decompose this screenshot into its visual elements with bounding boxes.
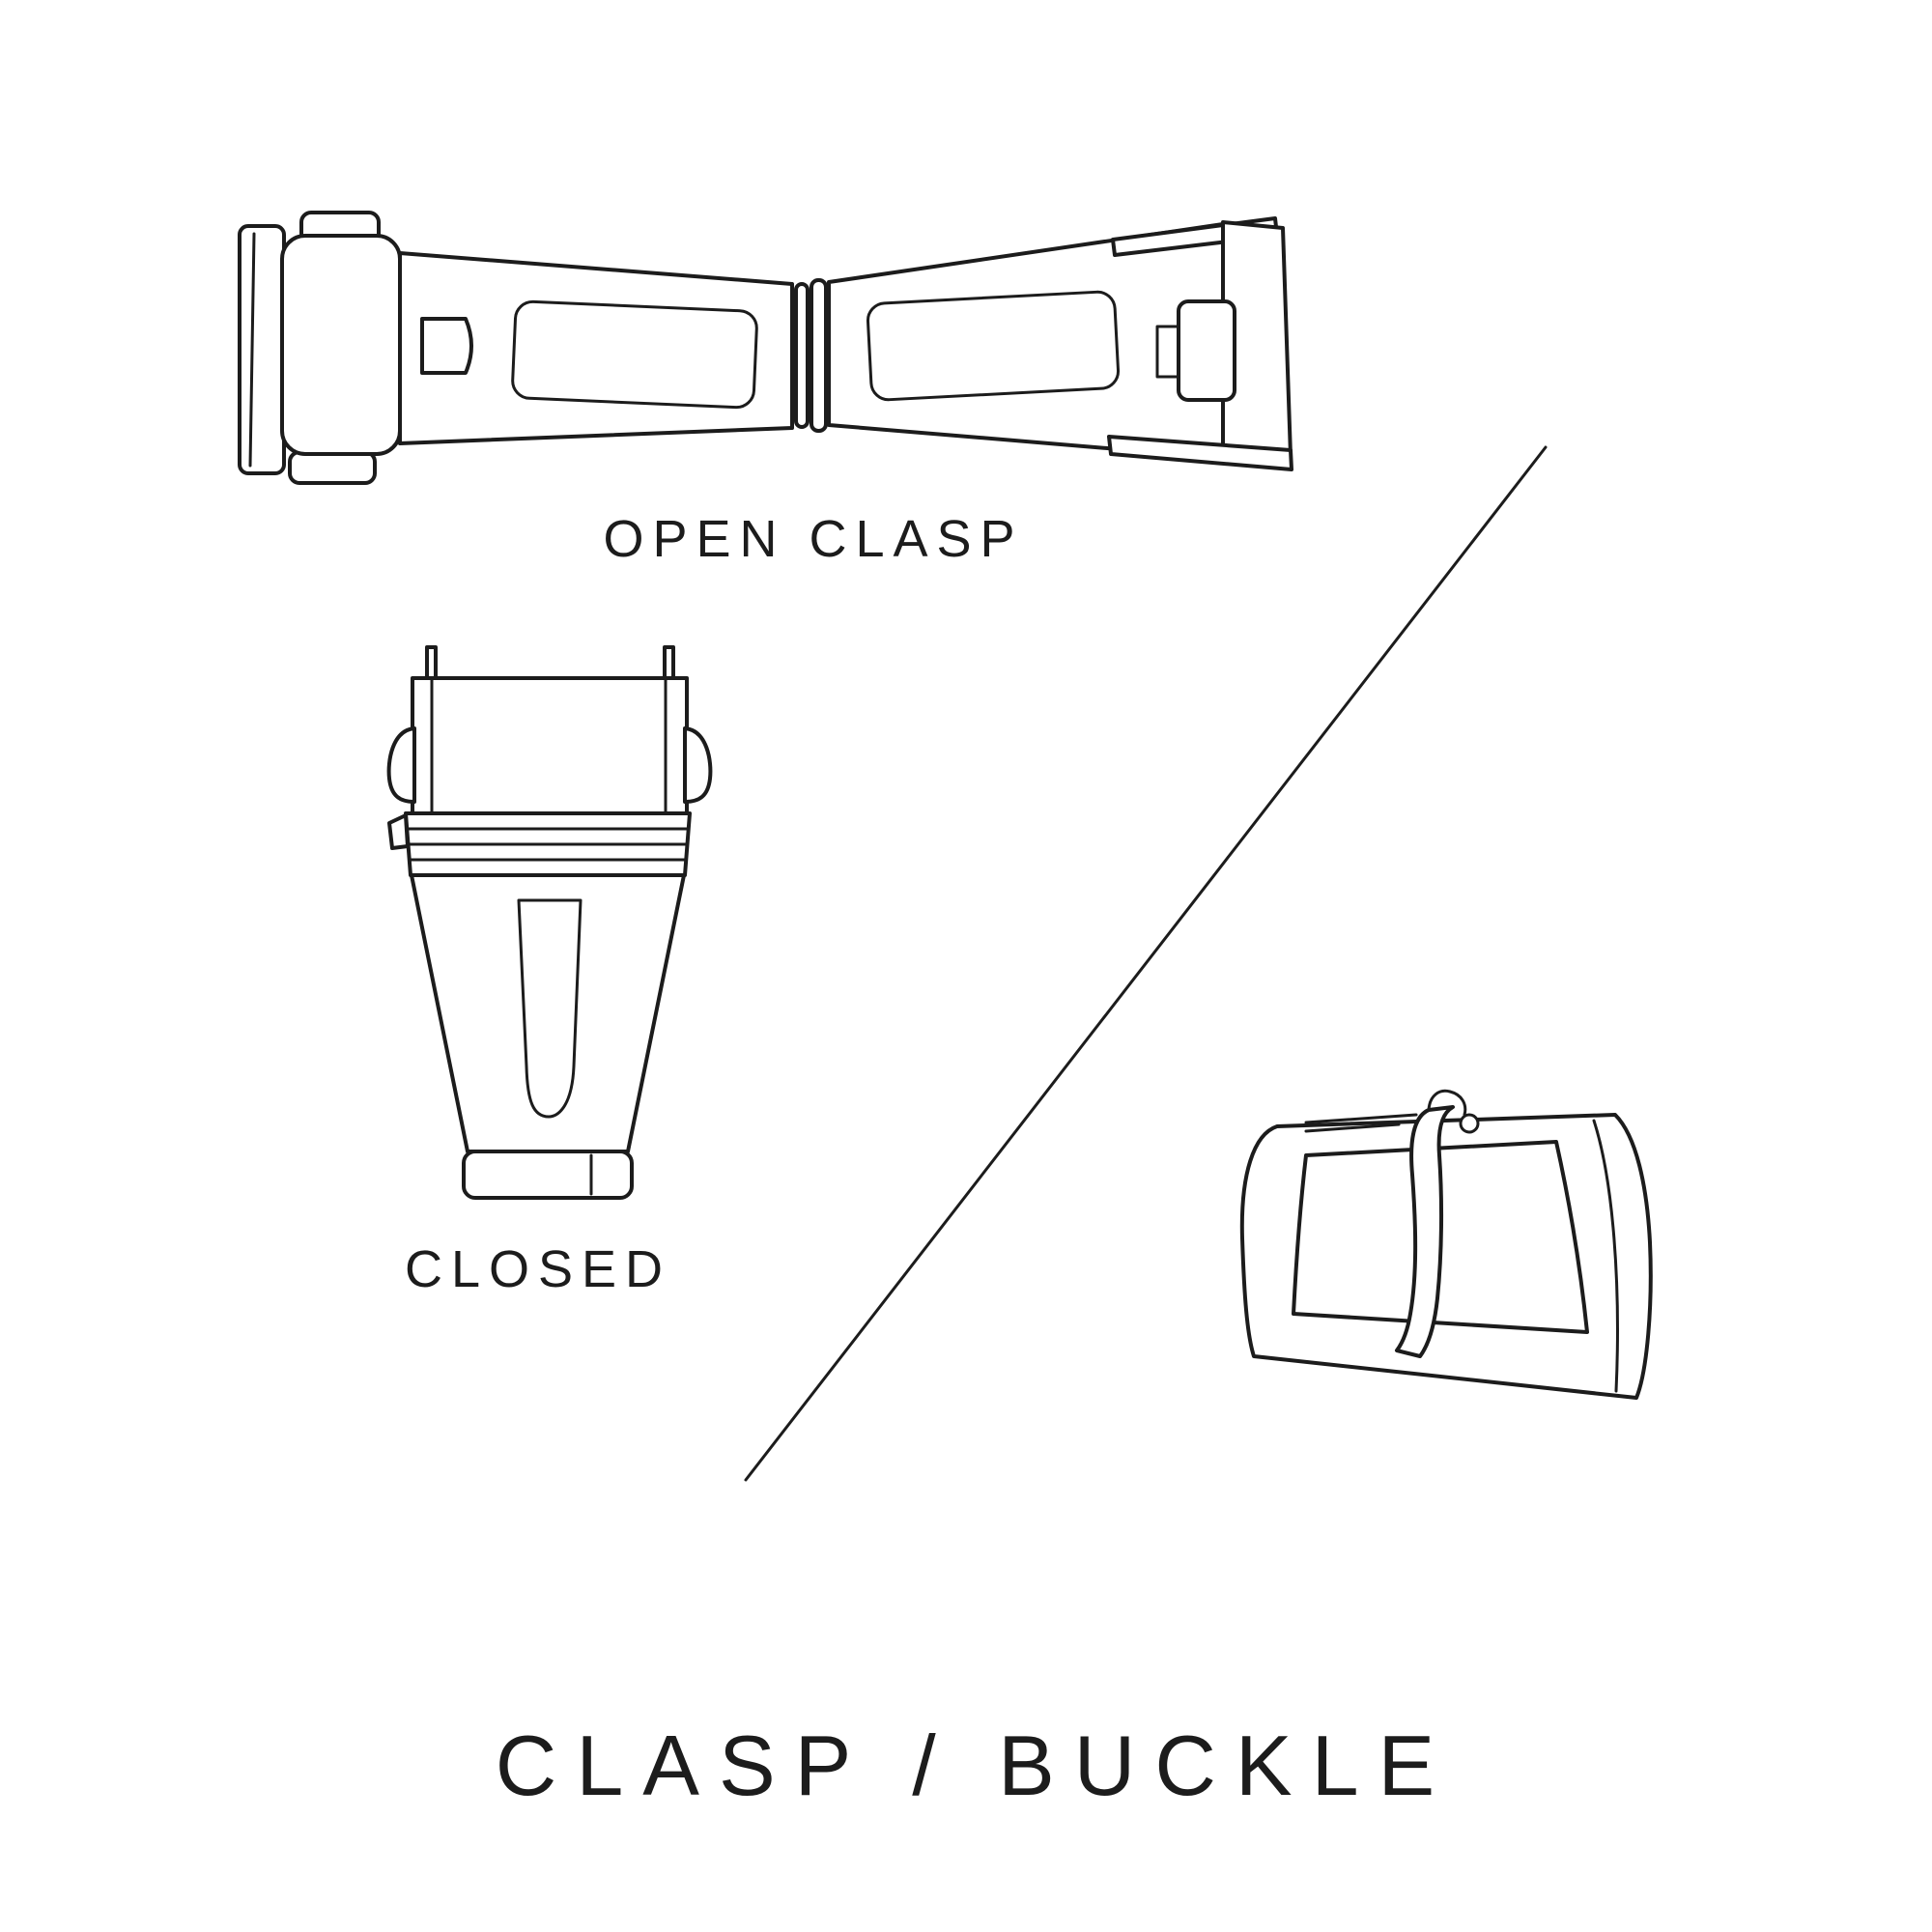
clasp-body (410, 873, 686, 1153)
clasp-ear-right (683, 726, 713, 804)
end-link-bottom-tab (288, 450, 377, 485)
keeper-loop (1177, 299, 1236, 402)
prong-pivot-ring (1459, 1113, 1480, 1134)
closed-clasp-label: CLOSED (405, 1240, 671, 1298)
keeper-hook (1155, 325, 1180, 379)
left-arm-notch (420, 317, 473, 375)
diagram-title: CLASP / BUCKLE (496, 1718, 1454, 1813)
closed-clasp-illustration (386, 645, 713, 1200)
right-arm-slot (866, 290, 1121, 402)
clasp-top-plate (411, 676, 689, 815)
hinge-pin-right (810, 278, 828, 433)
divider-line (744, 445, 1548, 1482)
left-arm (398, 251, 794, 445)
open-clasp-illustration (238, 211, 1293, 485)
end-link-bar (238, 224, 286, 475)
clasp-base (462, 1150, 634, 1200)
right-arm-bottom-strip (1107, 435, 1293, 471)
left-arm-slot (511, 299, 758, 410)
buckle-thickness-line (1592, 1119, 1619, 1393)
clasp-ear-left (386, 726, 416, 804)
prong-fold-loop (1427, 1089, 1467, 1117)
pin-buckle-illustration (1239, 1089, 1653, 1400)
open-clasp-label: OPEN CLASP (603, 510, 1023, 568)
end-link-bar-fold-line (248, 232, 256, 468)
end-link-block (280, 234, 402, 456)
hinge-pin-left (794, 282, 810, 429)
spring-bar-bottom (1304, 1122, 1401, 1133)
right-arm (827, 222, 1225, 460)
spring-bar-top (1304, 1113, 1418, 1124)
buckle-prong (1395, 1105, 1455, 1358)
clasp-body-slot (517, 898, 582, 1119)
